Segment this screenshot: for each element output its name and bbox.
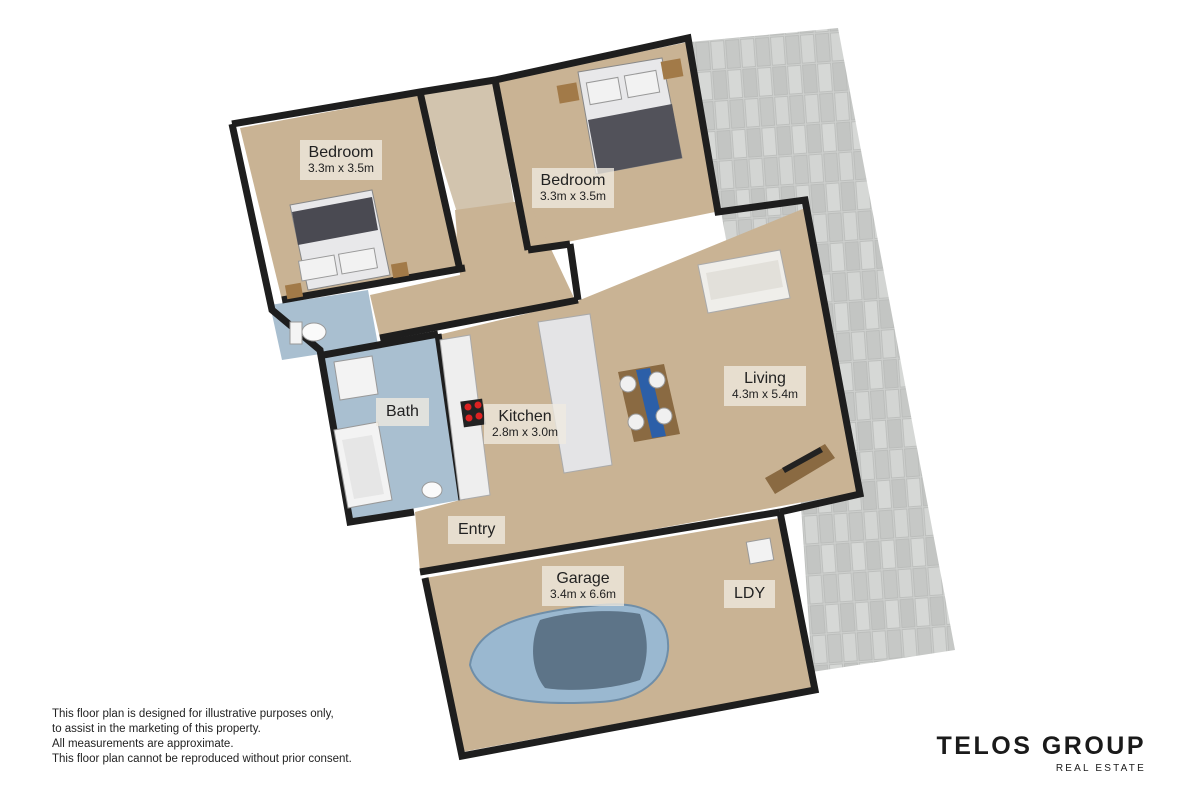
bed-left [284,189,410,300]
room-dimensions: 3.3m x 3.5m [308,161,375,176]
room-dimensions: 3.4m x 6.6m [550,587,617,602]
brand-name: TELOS GROUP [936,732,1146,760]
brand-tagline: REAL ESTATE [1055,763,1146,774]
room-name: Living [744,370,786,387]
kitchen-counter [439,334,491,501]
room-name: LDY [734,585,766,602]
bed-right [556,57,684,175]
room-name: Entry [458,521,496,538]
room-label-entry: Entry [448,516,506,545]
vanity [333,355,443,499]
laundry-tub [745,537,775,565]
room-name: Kitchen [498,408,552,425]
room-label-bedroom-right: Bedroom 3.3m x 3.5m [532,168,615,209]
room-dimensions: 4.3m x 5.4m [732,387,799,402]
bathtub [333,421,393,509]
room-label-garage: Garage 3.4m x 6.6m [542,566,625,607]
sofa [697,249,791,314]
closet-floor [420,82,515,222]
toilet-wc [289,321,327,345]
room-label-laundry: LDY [724,580,776,609]
room-label-living: Living 4.3m x 5.4m [724,366,807,407]
room-name: Bath [386,403,419,420]
disclaimer-line: This floor plan cannot be reproduced wit… [52,753,352,765]
disclaimer-line: to assist in the marketing of this prope… [52,723,261,735]
room-name: Bedroom [308,144,374,161]
room-label-bedroom-left: Bedroom 3.3m x 3.5m [300,140,383,181]
walls [228,33,865,761]
disclaimer: This floor plan is designed for illustra… [52,707,352,767]
room-label-bath: Bath [376,398,429,427]
disclaimer-line: This floor plan is designed for illustra… [52,708,334,720]
room-name: Garage [556,570,610,587]
room-name: Bedroom [540,172,606,189]
disclaimer-line: All measurements are approximate. [52,738,234,750]
dining-table [618,364,680,442]
room-dimensions: 2.8m x 3.0m [492,425,559,440]
tv-unit [765,444,835,494]
room-dimensions: 3.3m x 3.5m [540,189,607,204]
car [468,603,670,705]
room-label-kitchen: Kitchen 2.8m x 3.0m [484,404,567,445]
brand-logo: TELOS GROUP REAL ESTATE [932,732,1146,774]
